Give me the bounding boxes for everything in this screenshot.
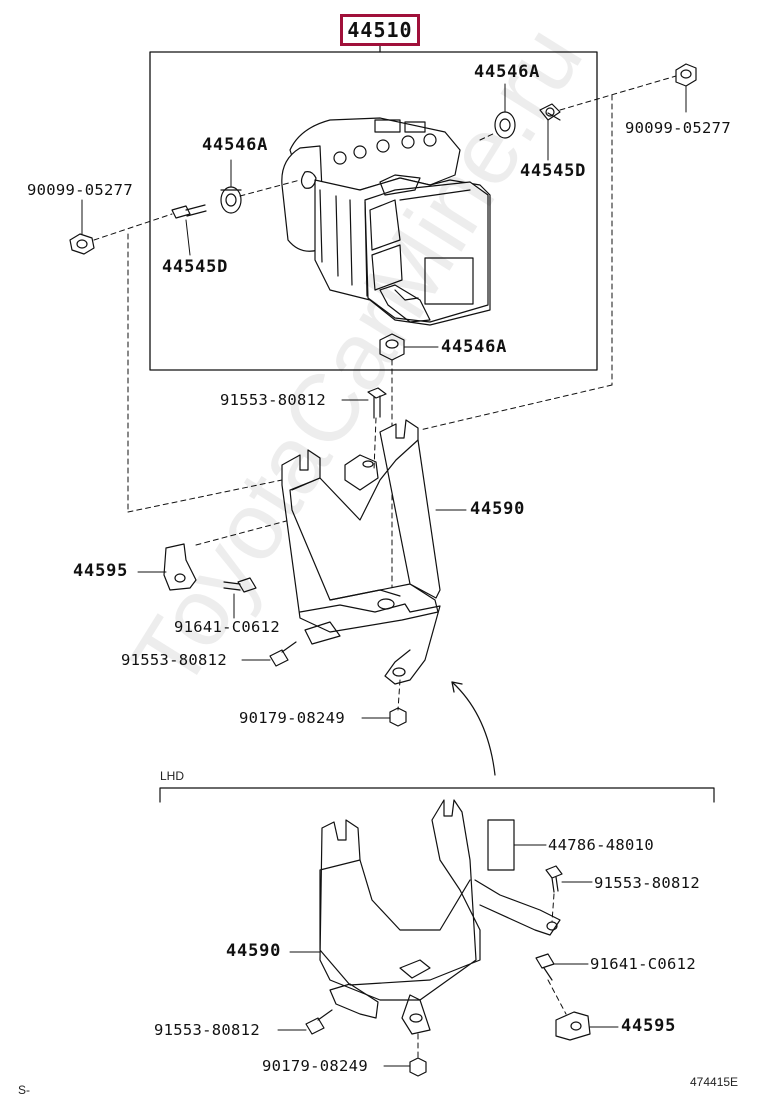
part-label-grommet-right[interactable]: 44546A: [474, 62, 541, 82]
part-label-clip-upper[interactable]: 44595: [73, 561, 129, 581]
part-label-bracket-lhd[interactable]: 44590: [226, 941, 282, 961]
alignment-lines-upper: [93, 75, 677, 711]
part-label-bracket-upper[interactable]: 44590: [470, 499, 526, 519]
bracket-lhd-drawing: [319, 799, 561, 1035]
bolt-clip-upper-part: [223, 577, 257, 593]
nut-upper-part: [389, 707, 407, 727]
bolt-lower-upper-part: [269, 641, 297, 667]
part-label-label-sheet[interactable]: 44786-48010: [548, 836, 654, 854]
clip-lhd-drawing: [555, 1011, 591, 1041]
part-label-bolt-clip-upper[interactable]: 91641-C0612: [174, 618, 280, 636]
grommet-bottom-part: [379, 333, 405, 361]
clip-upper-drawing: [163, 543, 197, 591]
part-label-bolt-top[interactable]: 91553-80812: [220, 391, 326, 409]
part-label-grommet-bottom[interactable]: 44546A: [441, 337, 508, 357]
nut-lhd-part: [409, 1057, 427, 1077]
alignment-lines-lhd: [417, 893, 567, 1059]
part-label-bolt-lhd-right[interactable]: 91553-80812: [594, 874, 700, 892]
grommet-left-part: [220, 186, 242, 214]
part-label-bolt-right[interactable]: 44545D: [520, 161, 587, 181]
lhd-bracket-line: [159, 787, 715, 803]
grommet-right-part: [494, 111, 516, 139]
assembly-frame: [149, 51, 598, 371]
part-label-nut-lhd[interactable]: 90179-08249: [262, 1057, 368, 1075]
part-label-nut-upper[interactable]: 90179-08249: [239, 709, 345, 727]
section-label-lhd: LHD: [160, 769, 185, 783]
part-label-bolt-left[interactable]: 44545D: [162, 257, 229, 277]
transition-arrow: [451, 681, 496, 776]
bolt-right-part: [539, 103, 561, 121]
bolt-lhd-left-part: [305, 1009, 333, 1035]
abs-actuator: [281, 117, 491, 326]
bolt-left-part: [171, 204, 207, 219]
part-label-grommet-left[interactable]: 44546A: [202, 135, 269, 155]
nut-right-part: [675, 63, 697, 87]
part-label-bolt-lhd-clip[interactable]: 91641-C0612: [590, 955, 696, 973]
part-label-bolt-lower-upper[interactable]: 91553-80812: [121, 651, 227, 669]
corner-code-right: 474415E: [690, 1075, 739, 1089]
part-label-nut-left[interactable]: 90099-05277: [27, 181, 133, 199]
bolt-top-part: [367, 387, 387, 419]
main-assembly-part-number[interactable]: 44510: [340, 14, 420, 46]
nut-left-part: [69, 233, 95, 255]
part-label-nut-right[interactable]: 90099-05277: [625, 119, 731, 137]
bolt-lhd-right-part: [545, 865, 563, 893]
label-sheet-drawing: [487, 819, 515, 871]
leader-lines: [81, 83, 687, 1067]
part-label-clip-lhd[interactable]: 44595: [621, 1016, 677, 1036]
part-label-bolt-lhd-left[interactable]: 91553-80812: [154, 1021, 260, 1039]
bracket-upper-drawing: [281, 419, 441, 685]
bolt-lhd-clip-part: [535, 953, 555, 981]
corner-code-left: S-: [18, 1083, 30, 1097]
